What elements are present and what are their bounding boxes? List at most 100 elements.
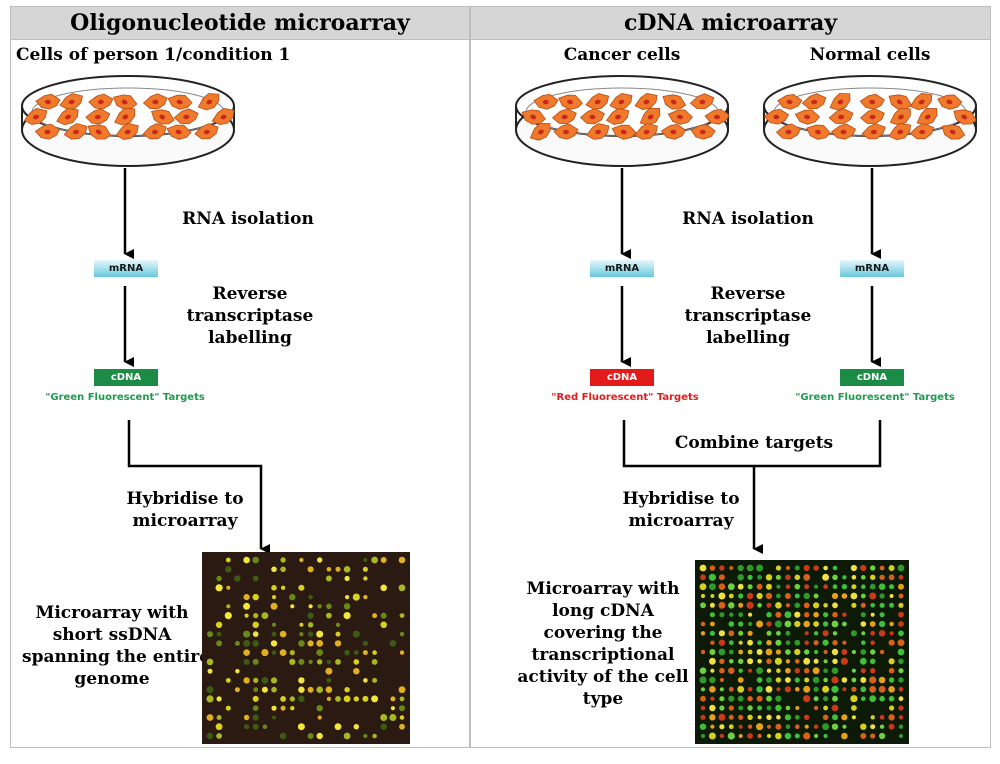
spot (775, 677, 782, 683)
cell (34, 123, 61, 140)
cell (689, 93, 715, 110)
spot (888, 677, 895, 683)
spot (307, 631, 314, 637)
spot (897, 564, 905, 572)
nucleus (620, 129, 627, 135)
spot (317, 715, 322, 720)
cell (660, 123, 687, 140)
spot (794, 593, 800, 599)
spot (261, 686, 268, 693)
spot (335, 566, 341, 572)
spot (234, 640, 240, 646)
spot (888, 574, 895, 581)
spot (879, 714, 885, 720)
spot (326, 659, 332, 665)
spot (794, 574, 801, 581)
spot (851, 602, 857, 608)
spot (326, 696, 331, 701)
spot (889, 705, 895, 711)
spot (823, 659, 828, 664)
spot (813, 658, 819, 664)
spot (813, 640, 819, 646)
nucleus (870, 129, 877, 135)
nucleus (837, 99, 844, 105)
spot (784, 686, 791, 693)
right-step-rna-isolation: RNA isolation (682, 209, 814, 229)
spot (822, 723, 829, 731)
spot (860, 621, 867, 627)
spot (399, 631, 405, 637)
left-caption-line-1: Microarray with (35, 603, 189, 623)
cell (553, 123, 579, 140)
spot (860, 733, 867, 739)
spot (298, 584, 305, 591)
spot (699, 723, 707, 730)
cell (611, 124, 637, 140)
spot (738, 630, 744, 636)
spot (757, 733, 762, 739)
spot (813, 602, 820, 609)
spot (841, 677, 848, 683)
spot (784, 714, 791, 721)
spot (803, 685, 811, 693)
cell (211, 108, 235, 126)
spot (746, 601, 754, 609)
spot (822, 573, 830, 581)
spot (316, 705, 323, 712)
spot (842, 612, 847, 617)
nucleus (924, 114, 931, 120)
spot (822, 639, 829, 646)
spot (307, 566, 314, 573)
spot (898, 677, 904, 683)
spot (700, 714, 706, 720)
spot (831, 704, 839, 712)
spot (757, 715, 762, 720)
spot (738, 640, 743, 645)
spot (869, 621, 876, 627)
spot (747, 649, 753, 655)
spot (317, 659, 323, 665)
nucleus (594, 99, 601, 105)
spot (747, 639, 753, 646)
spot (775, 565, 781, 571)
spot (380, 612, 387, 619)
spot (889, 602, 895, 608)
spot (215, 621, 223, 628)
spot (261, 649, 269, 657)
cell (529, 123, 551, 141)
spot (842, 640, 847, 645)
red-target-label: "Red Fluorescent" Targets (551, 392, 699, 403)
spot (775, 723, 782, 730)
spot (860, 564, 867, 572)
spot (372, 677, 378, 683)
spot (389, 714, 397, 721)
spot (738, 734, 743, 738)
spot (718, 592, 726, 600)
spot (326, 678, 332, 683)
spot (271, 650, 277, 655)
cell (585, 123, 610, 140)
spot (718, 713, 726, 721)
spot (316, 649, 323, 656)
cell (63, 123, 88, 140)
right-caption-line-4: transcriptional (531, 645, 675, 665)
spot (299, 632, 304, 637)
spot (216, 640, 223, 647)
spot (785, 603, 790, 608)
spot (709, 676, 716, 684)
spot (766, 612, 772, 618)
spot (700, 574, 706, 581)
spot (748, 668, 753, 673)
spot (225, 705, 231, 711)
cell (777, 94, 803, 110)
cell (801, 93, 827, 110)
cell (830, 123, 857, 140)
spot (270, 602, 278, 610)
spot (727, 732, 735, 740)
spot (279, 630, 287, 638)
left-caption-line-4: genome (74, 669, 150, 689)
spot (879, 574, 885, 580)
spot (851, 715, 856, 720)
spot (803, 695, 811, 703)
spot (813, 724, 819, 729)
